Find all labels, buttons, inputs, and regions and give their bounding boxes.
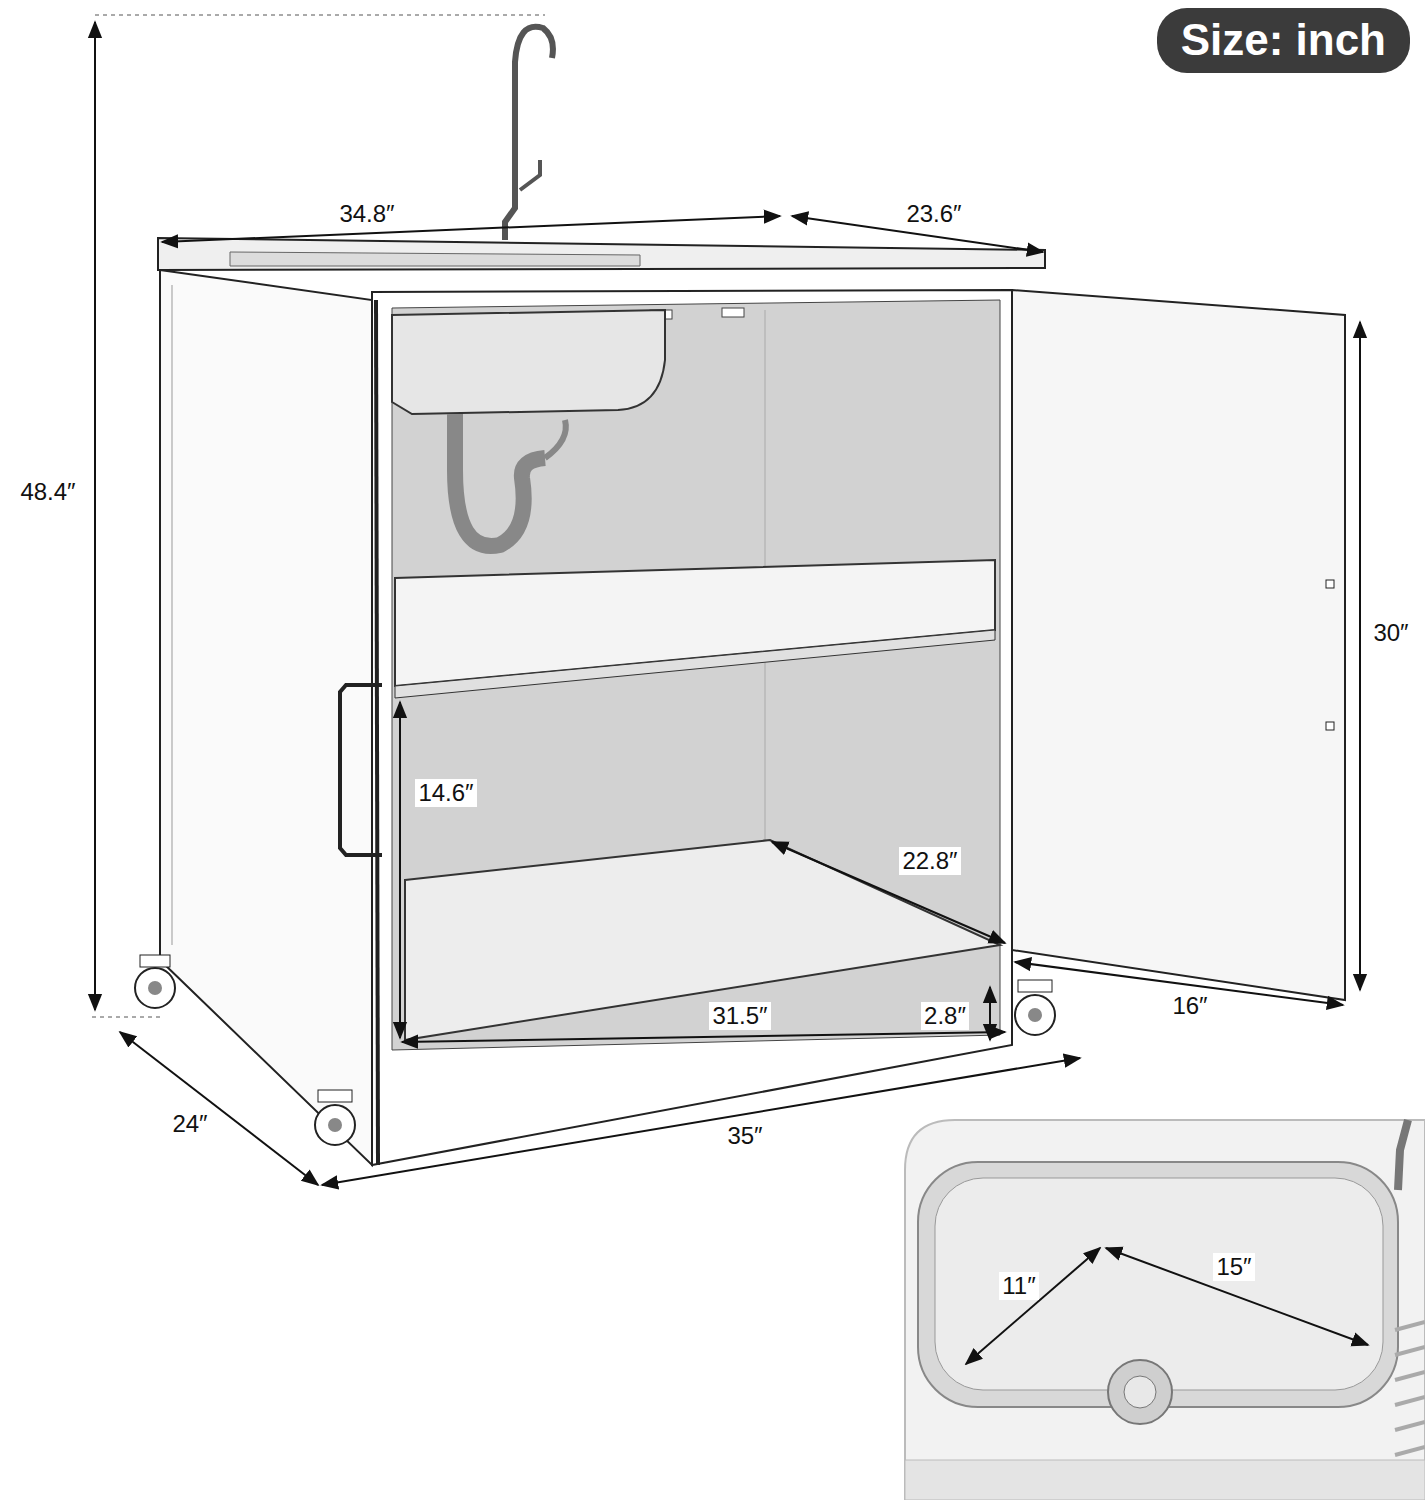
cabinet-interior xyxy=(392,300,1000,1050)
sink-rim xyxy=(230,252,640,266)
guide-line xyxy=(92,1017,162,1018)
dimension-label: 48.4″ xyxy=(17,478,78,506)
front-frame xyxy=(372,290,1012,1165)
hinge xyxy=(1326,580,1334,588)
open-door xyxy=(1012,290,1345,1000)
handle xyxy=(340,685,382,855)
badge-text: Size: inch xyxy=(1181,14,1386,67)
dimension-label: 14.6″ xyxy=(415,779,476,807)
dimension-label: 24″ xyxy=(169,1110,210,1138)
hinge xyxy=(1326,722,1334,730)
sink-inset xyxy=(905,1120,1425,1500)
door-edge xyxy=(376,300,378,1165)
dimension-label: 31.5″ xyxy=(709,1002,770,1030)
dimension-label: 35″ xyxy=(724,1122,765,1150)
panel-edge xyxy=(172,285,173,945)
dimension-label: 11″ xyxy=(999,1272,1038,1300)
dimension-label: 22.8″ xyxy=(899,847,960,875)
guide-line xyxy=(95,15,545,16)
bracket xyxy=(722,308,744,317)
dimension-label: 23.6″ xyxy=(903,200,964,228)
caster xyxy=(135,955,175,1008)
faucet-lever xyxy=(520,160,540,190)
cabinet-floor xyxy=(405,840,1000,1040)
dimension-lines xyxy=(95,22,1360,1185)
caster xyxy=(1015,980,1055,1035)
dimension-label: 30″ xyxy=(1370,619,1411,647)
faucet xyxy=(505,27,553,240)
size-badge: Size: inch xyxy=(1157,8,1410,73)
countertop xyxy=(158,238,1045,270)
drain-pipe xyxy=(455,414,545,546)
dimension-label: 2.8″ xyxy=(921,1002,969,1030)
dimension-label: 15″ xyxy=(1213,1253,1254,1281)
caster xyxy=(315,1090,355,1145)
dimension-label: 16″ xyxy=(1169,992,1210,1020)
shelf-edge xyxy=(395,630,995,698)
sink-basin xyxy=(392,310,665,414)
dimension-label: 34.8″ xyxy=(336,200,397,228)
drain-hose xyxy=(545,420,566,458)
